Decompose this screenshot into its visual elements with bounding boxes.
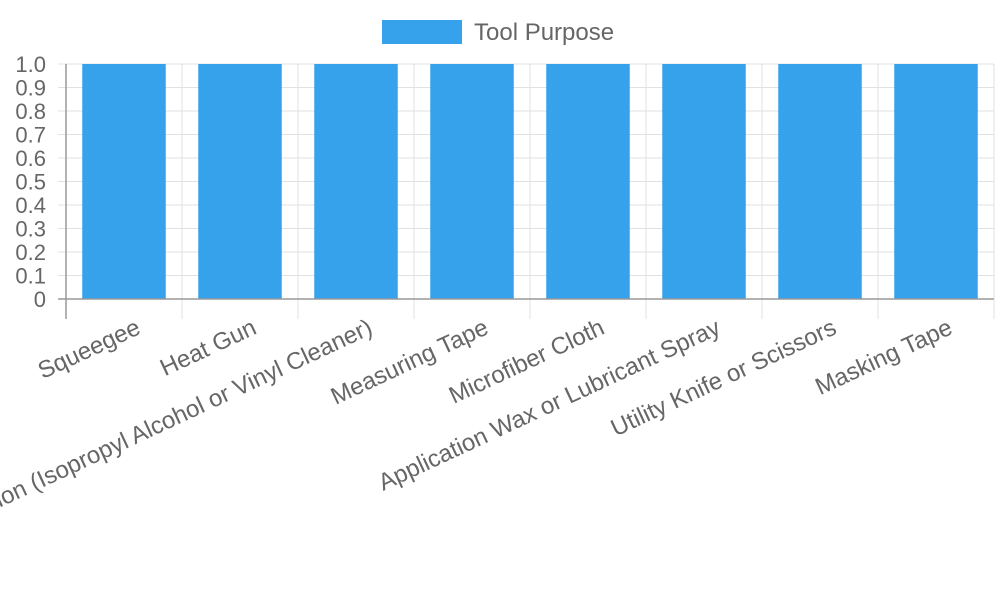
- bar[interactable]: [198, 64, 282, 299]
- bar[interactable]: [314, 64, 398, 299]
- bar[interactable]: [894, 64, 978, 299]
- bars: [82, 64, 978, 299]
- y-tick-label: 0.1: [15, 264, 46, 289]
- axes: [58, 64, 994, 319]
- y-tick-label: 0.8: [15, 99, 46, 124]
- y-tick-labels: 00.10.20.30.40.50.60.70.80.91.0: [15, 52, 46, 312]
- bar[interactable]: [546, 64, 630, 299]
- y-tick-label: 0.4: [15, 193, 46, 218]
- y-tick-label: 0.6: [15, 146, 46, 171]
- bar[interactable]: [82, 64, 166, 299]
- y-tick-label: 0: [34, 287, 46, 312]
- y-tick-label: 0.5: [15, 170, 46, 195]
- y-tick-label: 1.0: [15, 52, 46, 77]
- legend-label[interactable]: Tool Purpose: [474, 19, 614, 46]
- y-tick-label: 0.3: [15, 217, 46, 242]
- y-tick-label: 0.9: [15, 76, 46, 101]
- bar[interactable]: [778, 64, 862, 299]
- legend-swatch[interactable]: [382, 20, 462, 44]
- bar[interactable]: [430, 64, 514, 299]
- x-tick-label: Utility Knife or Scissors: [607, 314, 841, 442]
- legend[interactable]: Tool Purpose: [382, 19, 614, 46]
- y-tick-label: 0.2: [15, 240, 46, 265]
- bar[interactable]: [662, 64, 746, 299]
- x-tick-label: Squeegee: [34, 314, 145, 385]
- y-tick-label: 0.7: [15, 123, 46, 148]
